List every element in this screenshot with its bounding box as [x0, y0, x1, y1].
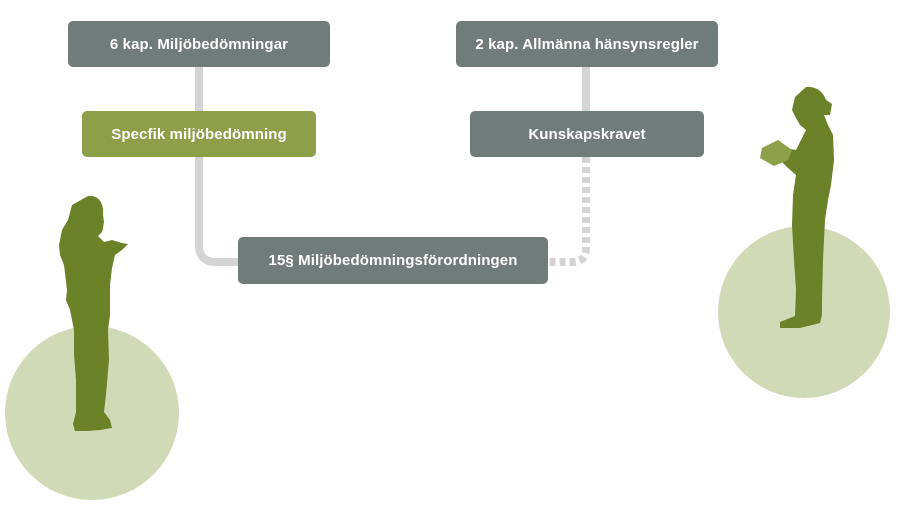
node-kunskapskravet[interactable]: Kunskapskravet: [470, 111, 704, 157]
person-phone-icon: [59, 195, 128, 431]
node-specifik-miljobedomning[interactable]: Specfik miljöbedömning: [82, 111, 316, 157]
node-label: Kunskapskravet: [528, 125, 646, 143]
node-2-kap-allmanna-hansynsregler[interactable]: 2 kap. Allmänna hänsynsregler: [456, 21, 718, 67]
node-label: 15§ Miljöbedömningsförordningen: [268, 252, 518, 269]
node-6-kap-miljobedomningar[interactable]: 6 kap. Miljöbedömningar: [68, 21, 330, 67]
node-15-miljobedomningsforordningen[interactable]: 15§ Miljöbedömningsförordningen: [238, 237, 548, 284]
connector-dashed: [548, 157, 590, 266]
person-book-icon: [760, 86, 834, 329]
node-label: 6 kap. Miljöbedömningar: [109, 35, 289, 53]
node-label: 2 kap. Allmänna hänsynsregler: [475, 35, 699, 53]
node-label: Specfik miljöbedömning: [111, 125, 287, 143]
connector-left: [195, 66, 240, 266]
